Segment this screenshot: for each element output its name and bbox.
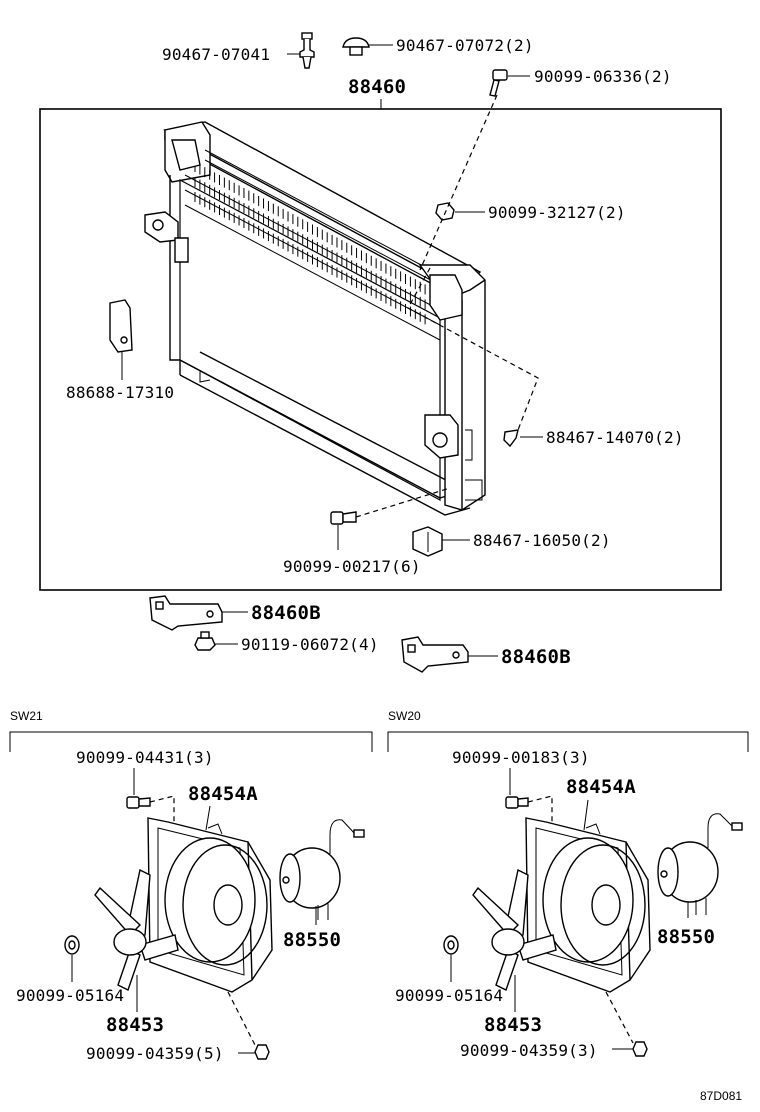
bracket-b-icon [149, 595, 223, 631]
label-bolt-bottom: 90099-00217(6) [283, 557, 421, 576]
label-cushion: 88467-16050(2) [473, 531, 611, 550]
label-sw20-nut: 90099-05164 [395, 986, 503, 1005]
dashed-line [605, 991, 634, 1044]
section-title-sw20: SW20 [388, 709, 421, 723]
label-sw20-screw-top: 90099-00183(3) [452, 748, 590, 767]
section-bracket [387, 731, 749, 752]
fan-motor-icon [657, 813, 743, 915]
label-nut-top: 90099-32127(2) [488, 203, 626, 222]
label-clip-right: 90467-07072(2) [396, 36, 534, 55]
label-sw20-fan: 88453 [484, 1014, 542, 1036]
screw-icon [126, 796, 151, 809]
nut-icon [443, 935, 459, 955]
fan-shroud-icon [525, 817, 651, 993]
label-clip-left: 90467-07041 [162, 45, 270, 64]
label-sw20-motor: 88550 [657, 926, 715, 948]
push-clip-icon [299, 32, 315, 69]
label-bracket-left: 88688-17310 [66, 383, 174, 402]
clip-button-icon [342, 37, 370, 56]
fan-blade-icon [94, 868, 179, 991]
bolt-icon [194, 631, 216, 651]
diagram-code: 87D081 [700, 1089, 742, 1103]
assembly-frame [39, 108, 722, 591]
pin-bolt-icon [503, 429, 519, 448]
dashed-line [407, 267, 539, 431]
label-sw21-motor: 88550 [283, 929, 341, 951]
label-sw21-screw-top: 90099-04431(3) [76, 748, 214, 767]
condenser-icon [144, 121, 486, 516]
label-bolt-top: 90099-06336(2) [534, 67, 672, 86]
cushion-icon [412, 526, 443, 557]
label-bracket-b1: 88460B [251, 602, 321, 624]
bolt-icon [489, 69, 508, 97]
label-assembly: 88460 [348, 76, 406, 98]
section-title-sw21: SW21 [10, 709, 43, 723]
bracket-icon [109, 299, 133, 353]
leader-line [583, 799, 589, 831]
label-sw21-shroud: 88454A [188, 783, 258, 805]
fin-hatching [194, 162, 426, 325]
label-bracket-b2: 88460B [501, 646, 571, 668]
label-bolt-right: 88467-14070(2) [546, 428, 684, 447]
dashed-line [227, 991, 256, 1046]
dashed-line [419, 94, 498, 271]
label-sw21-screw-bottom: 90099-04359(5) [86, 1044, 224, 1063]
screw-icon [254, 1044, 270, 1060]
bracket-b-icon [401, 636, 469, 673]
screw-icon [632, 1041, 648, 1057]
label-bolt-mid: 90119-06072(4) [241, 635, 379, 654]
bolt-icon [330, 511, 357, 525]
section-bracket [9, 731, 373, 752]
dashed-line [355, 487, 451, 518]
fan-shroud-icon [147, 817, 273, 993]
label-sw21-nut: 90099-05164 [16, 986, 124, 1005]
fan-motor-icon [279, 819, 365, 920]
screw-icon [505, 796, 529, 809]
nut-icon [435, 202, 455, 221]
nut-icon [64, 935, 80, 955]
label-sw20-screw-bottom: 90099-04359(3) [460, 1041, 598, 1060]
leader-line [205, 805, 211, 831]
label-sw20-shroud: 88454A [566, 776, 636, 798]
label-sw21-fan: 88453 [106, 1014, 164, 1036]
fan-blade-icon [472, 868, 557, 991]
